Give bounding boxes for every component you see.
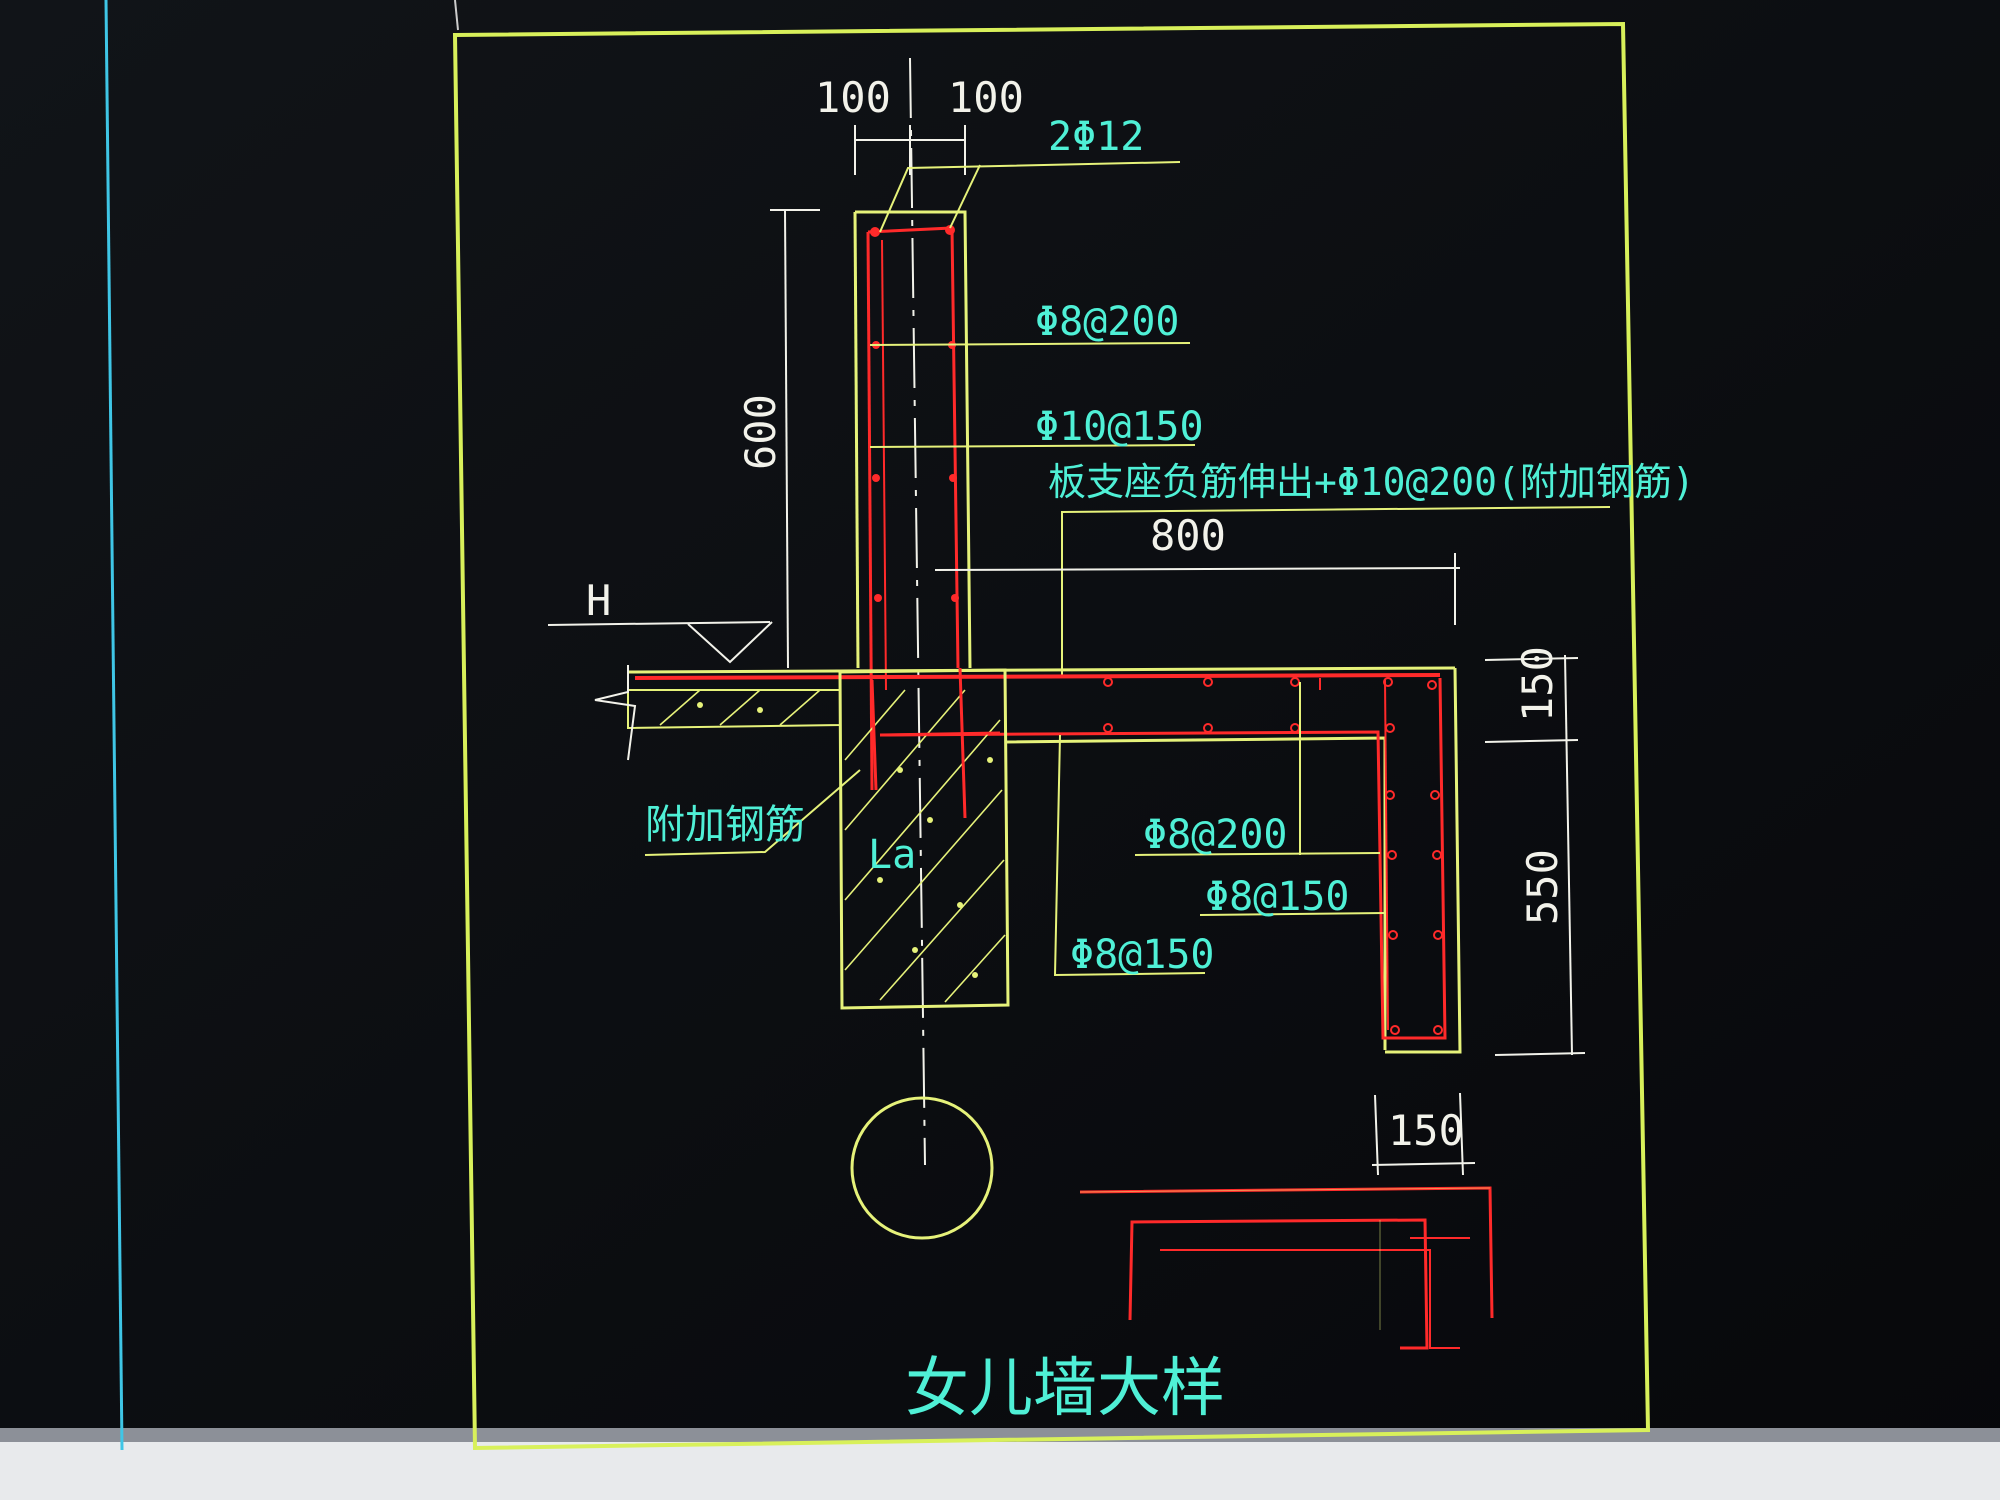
viewport-edge-line [104, 0, 124, 1451]
edge-tick [454, 0, 459, 31]
slab-rebar-top [634, 673, 1441, 680]
concrete-hatch-area [627, 668, 1010, 1010]
elevation-marker: H [547, 576, 773, 664]
label-beam-a: Φ8@200 [1143, 812, 1288, 858]
break-line [594, 665, 637, 761]
leader-slab-note [1061, 506, 1611, 675]
label-la: La [868, 832, 916, 878]
leader-beam-b [1199, 912, 1386, 916]
monitor-bezel [0, 1440, 2000, 1500]
elevation-h: H [586, 576, 611, 625]
column-rebar [870, 679, 878, 791]
label-2phi12: 2Φ12 [1048, 114, 1144, 160]
rebar-shape-detail [1079, 1186, 1494, 1350]
dim-150-horizontal: 150 [1388, 1106, 1464, 1155]
dim-line-vertical-beam [1564, 654, 1573, 1056]
leader-wall-stirrup [869, 342, 1191, 346]
dim-top-left: 100 [815, 73, 891, 122]
drawing-frame [452, 21, 1651, 1451]
leader-wall-vertical [869, 444, 1196, 448]
dim-150-vertical: 150 [1513, 646, 1562, 722]
label-added-bar: 附加钢筋 [645, 802, 805, 848]
leader-2phi12 [879, 161, 1181, 233]
axis-bubble [850, 1096, 994, 1240]
dim-600: 600 [736, 394, 785, 470]
center-axis [909, 57, 926, 1166]
wall-outline-right [855, 210, 972, 669]
drawing-title: 女儿墙大样 [905, 1352, 1225, 1426]
wall-outline-left [853, 211, 860, 669]
dim-800: 800 [1150, 511, 1226, 560]
beam-outer-outline [1385, 667, 1462, 1054]
dim-top-right: 100 [948, 73, 1024, 122]
wall-rebar-dots [870, 225, 959, 602]
label-beam-b: Φ8@150 [1205, 874, 1350, 920]
label-wall-stirrup: Φ8@200 [1035, 299, 1180, 345]
beam-rebar-dots [1103, 677, 1443, 1035]
wall-rebar-inner [881, 239, 887, 691]
dim-line-800 [934, 567, 1461, 571]
label-beam-c: Φ8@150 [1070, 932, 1215, 978]
leader-added-bar [644, 769, 861, 856]
leader-beam-a [1134, 852, 1381, 856]
dim-550-vertical: 550 [1518, 849, 1567, 925]
beam-rebar-loop [879, 677, 1447, 1040]
label-wall-vertical: Φ10@150 [1035, 404, 1204, 450]
label-slab-note: 板支座负筋伸出+Φ10@200(附加钢筋) [1048, 460, 1695, 504]
dim-line-600 [784, 209, 789, 669]
dim-line-150-h [1371, 1162, 1476, 1166]
leader-beam-c [1053, 734, 1206, 977]
slab-top [627, 666, 1456, 674]
